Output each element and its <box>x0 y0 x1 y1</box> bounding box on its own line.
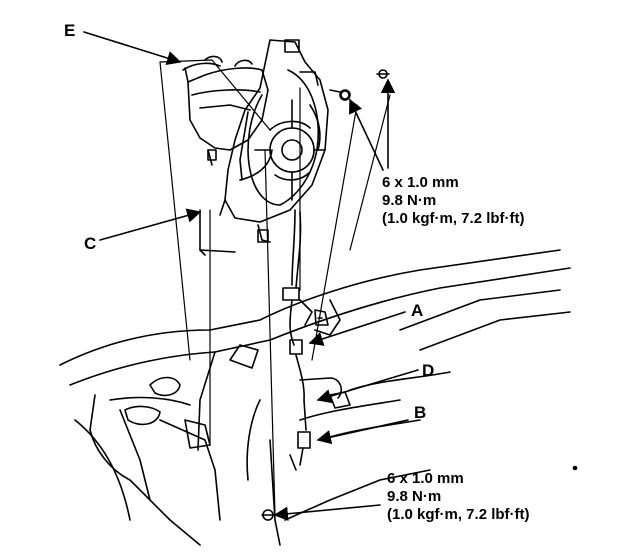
bolts <box>261 69 578 521</box>
cooling-fan-shroud <box>219 39 350 243</box>
torque-alt-text: (1.0 kgf·m, 7.2 lbf·ft) <box>382 210 525 227</box>
leader-lines <box>83 31 419 521</box>
bolt-size-text: 6 x 1.0 mm <box>387 470 464 487</box>
fan-wire-harness <box>282 209 342 471</box>
callout-c: C <box>84 234 97 253</box>
torque-nm-text: 9.8 N·m <box>382 192 437 209</box>
callout-a: A <box>411 301 424 320</box>
torque-spec-lower: 6 x 1.0 mm 9.8 N·m (1.0 kgf·m, 7.2 lbf·f… <box>387 470 530 524</box>
callout-d: D <box>422 361 435 380</box>
bolt-size-text: 6 x 1.0 mm <box>382 174 459 191</box>
torque-nm-text: 9.8 N·m <box>387 488 442 505</box>
torque-spec-upper: 6 x 1.0 mm 9.8 N·m (1.0 kgf·m, 7.2 lbf·f… <box>382 174 525 228</box>
callout-e: E <box>64 21 76 40</box>
coolant-reservoir <box>182 55 269 256</box>
callout-b: B <box>414 403 427 422</box>
torque-alt-text: (1.0 kgf·m, 7.2 lbf·ft) <box>387 506 530 523</box>
